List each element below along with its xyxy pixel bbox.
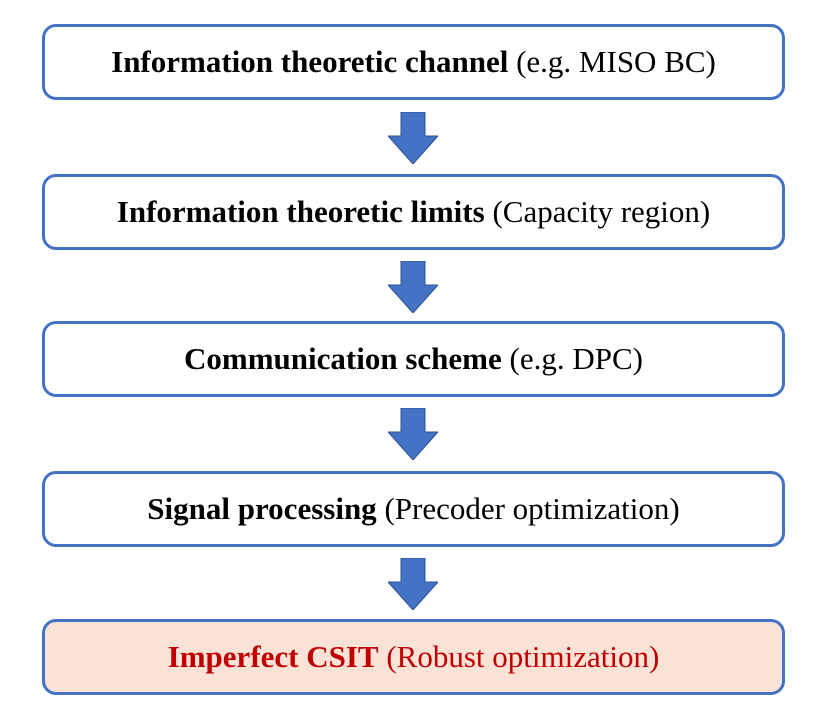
step-title: Communication scheme (184, 341, 502, 376)
step-detail: (Robust optimization) (386, 639, 660, 674)
flow-step-information-theoretic-channel: Information theoretic channel (e.g. MISO… (42, 24, 785, 100)
down-arrow-icon (388, 261, 438, 313)
step-title: Imperfect CSIT (167, 639, 379, 674)
down-arrow-icon (388, 558, 438, 610)
step-title: Signal processing (147, 491, 377, 526)
flow-step-information-theoretic-limits: Information theoretic limits (Capacity r… (42, 174, 785, 250)
step-title: Information theoretic channel (111, 44, 509, 79)
step-detail: (e.g. DPC) (509, 341, 643, 376)
down-arrow-icon (388, 408, 438, 460)
flow-step-communication-scheme: Communication scheme (e.g. DPC) (42, 321, 785, 397)
flow-step-imperfect-csit: Imperfect CSIT (Robust optimization) (42, 619, 785, 695)
step-detail: (e.g. MISO BC) (516, 44, 716, 79)
step-detail: (Precoder optimization) (384, 491, 680, 526)
down-arrow-icon (388, 112, 438, 164)
step-title: Information theoretic limits (116, 194, 485, 229)
step-detail: (Capacity region) (492, 194, 711, 229)
flow-step-signal-processing: Signal processing (Precoder optimization… (42, 471, 785, 547)
